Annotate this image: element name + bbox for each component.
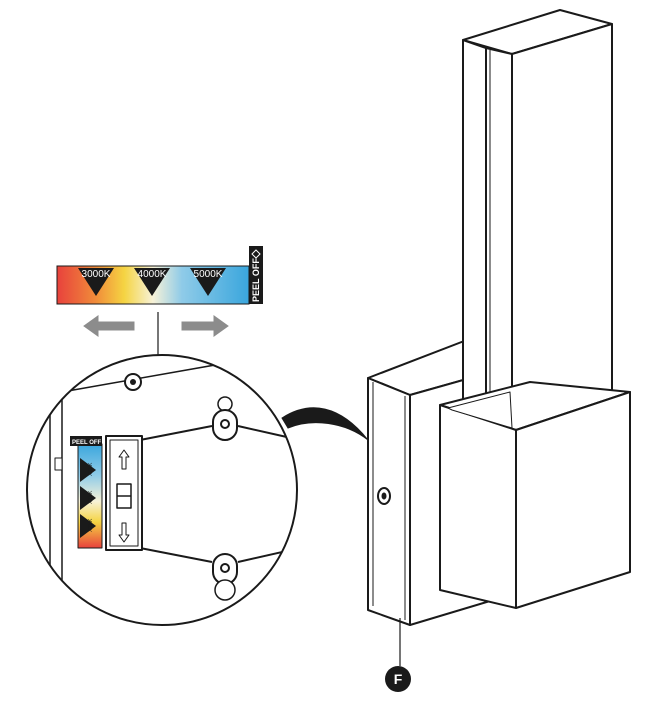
inset-mark-2: XXXK <box>88 490 94 504</box>
wall-light-fixture <box>367 9 631 626</box>
arrow-down-icon <box>118 522 130 543</box>
cct-label-3000k: 3000K <box>82 269 111 280</box>
peel-tag-icon <box>251 249 261 259</box>
inset-mark-1: XXXK <box>88 462 94 476</box>
callout-badge: F <box>385 666 411 692</box>
inset-mark-3: XXXK <box>88 518 94 532</box>
callout-letter: F <box>394 671 403 687</box>
peel-off-label: PEEL OFF <box>251 258 261 302</box>
direction-arrows <box>83 315 229 337</box>
detail-connector <box>281 407 369 441</box>
cct-label-4000k: 4000K <box>138 269 167 280</box>
light-bar-side <box>511 23 613 431</box>
light-bar-front <box>462 39 487 421</box>
arrow-up-icon <box>118 449 130 470</box>
cct-label-5000k: 5000K <box>194 269 223 280</box>
inset-peel-off-label: PEEL OFF <box>72 440 102 446</box>
housing-front <box>439 404 517 609</box>
housing-side <box>515 391 631 609</box>
arrow-right-icon <box>181 315 229 337</box>
switch-detail-view: PEEL OFF XXXK XXXK XXXK <box>26 354 298 626</box>
arrow-left-icon <box>83 315 135 337</box>
cct-selector-strip: 3000K 4000K 5000K PEEL OFF <box>56 246 263 305</box>
